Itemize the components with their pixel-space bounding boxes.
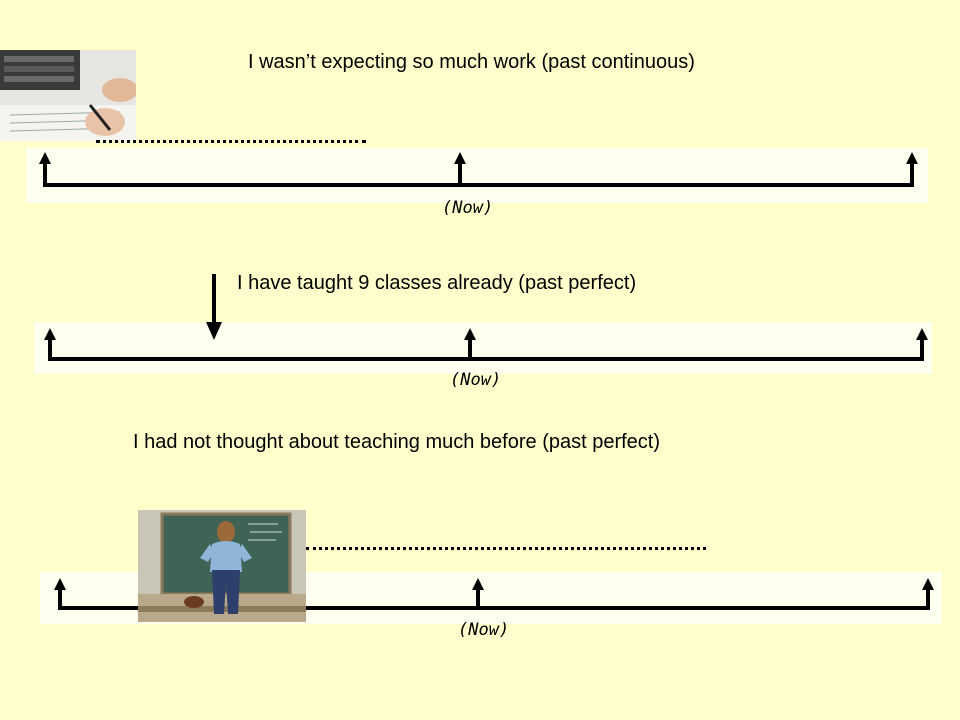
timeline-2-line — [44, 328, 928, 361]
timeline-2-sentence: I have taught 9 classes already (past pe… — [237, 272, 637, 294]
timeline-3-dotted-duration — [306, 547, 706, 550]
chalkboard-teacher-photo — [138, 510, 306, 622]
timeline-2-now-label: (Now) — [450, 370, 502, 390]
timeline-3-line — [54, 578, 934, 610]
desk-writing-photo — [0, 50, 136, 141]
timeline-2-band — [34, 322, 932, 374]
timeline-1-sentence: I wasn’t expecting so much work (past co… — [248, 51, 695, 73]
down-arrow-icon — [206, 274, 222, 340]
timeline-1-dotted-duration — [96, 140, 366, 143]
timeline-3-sentence: I had not thought about teaching much be… — [133, 431, 661, 453]
timeline-1-band — [26, 148, 928, 203]
timeline-1-line — [39, 152, 918, 187]
timeline-1-now-label: (Now) — [442, 198, 494, 218]
timeline-3-now-label: (Now) — [458, 620, 510, 640]
